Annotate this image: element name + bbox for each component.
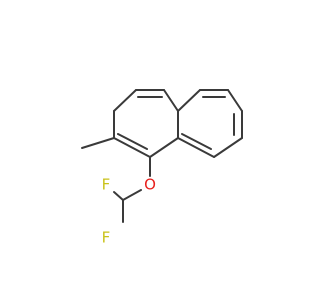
bond-c1-c2-double [117,133,148,150]
bond-c6-c7 [227,89,243,112]
bond-methyl [81,137,115,149]
bond-c2-c3 [113,89,137,112]
right-ring [177,89,243,158]
fluorine-bottom-label: F [102,229,111,247]
structure-diagram: O F F [81,89,243,247]
left-ring [113,89,179,158]
bond-c8b-c8a-double [181,133,212,150]
bond-c8b-c8a [177,137,215,158]
bond-c8a-c1 [149,137,179,158]
bond-c8-c8b [213,137,243,158]
bond-c4-c4a [163,89,179,112]
oxygen-label: O [144,176,156,194]
bond-c4a-c5 [177,89,201,112]
bond-c-f-top [113,191,124,201]
bond-o-chf2 [122,189,142,201]
fluorine-top-label: F [102,176,111,194]
bond-c1-c2 [113,137,151,158]
molecule-canvas: O F F [81,89,243,247]
